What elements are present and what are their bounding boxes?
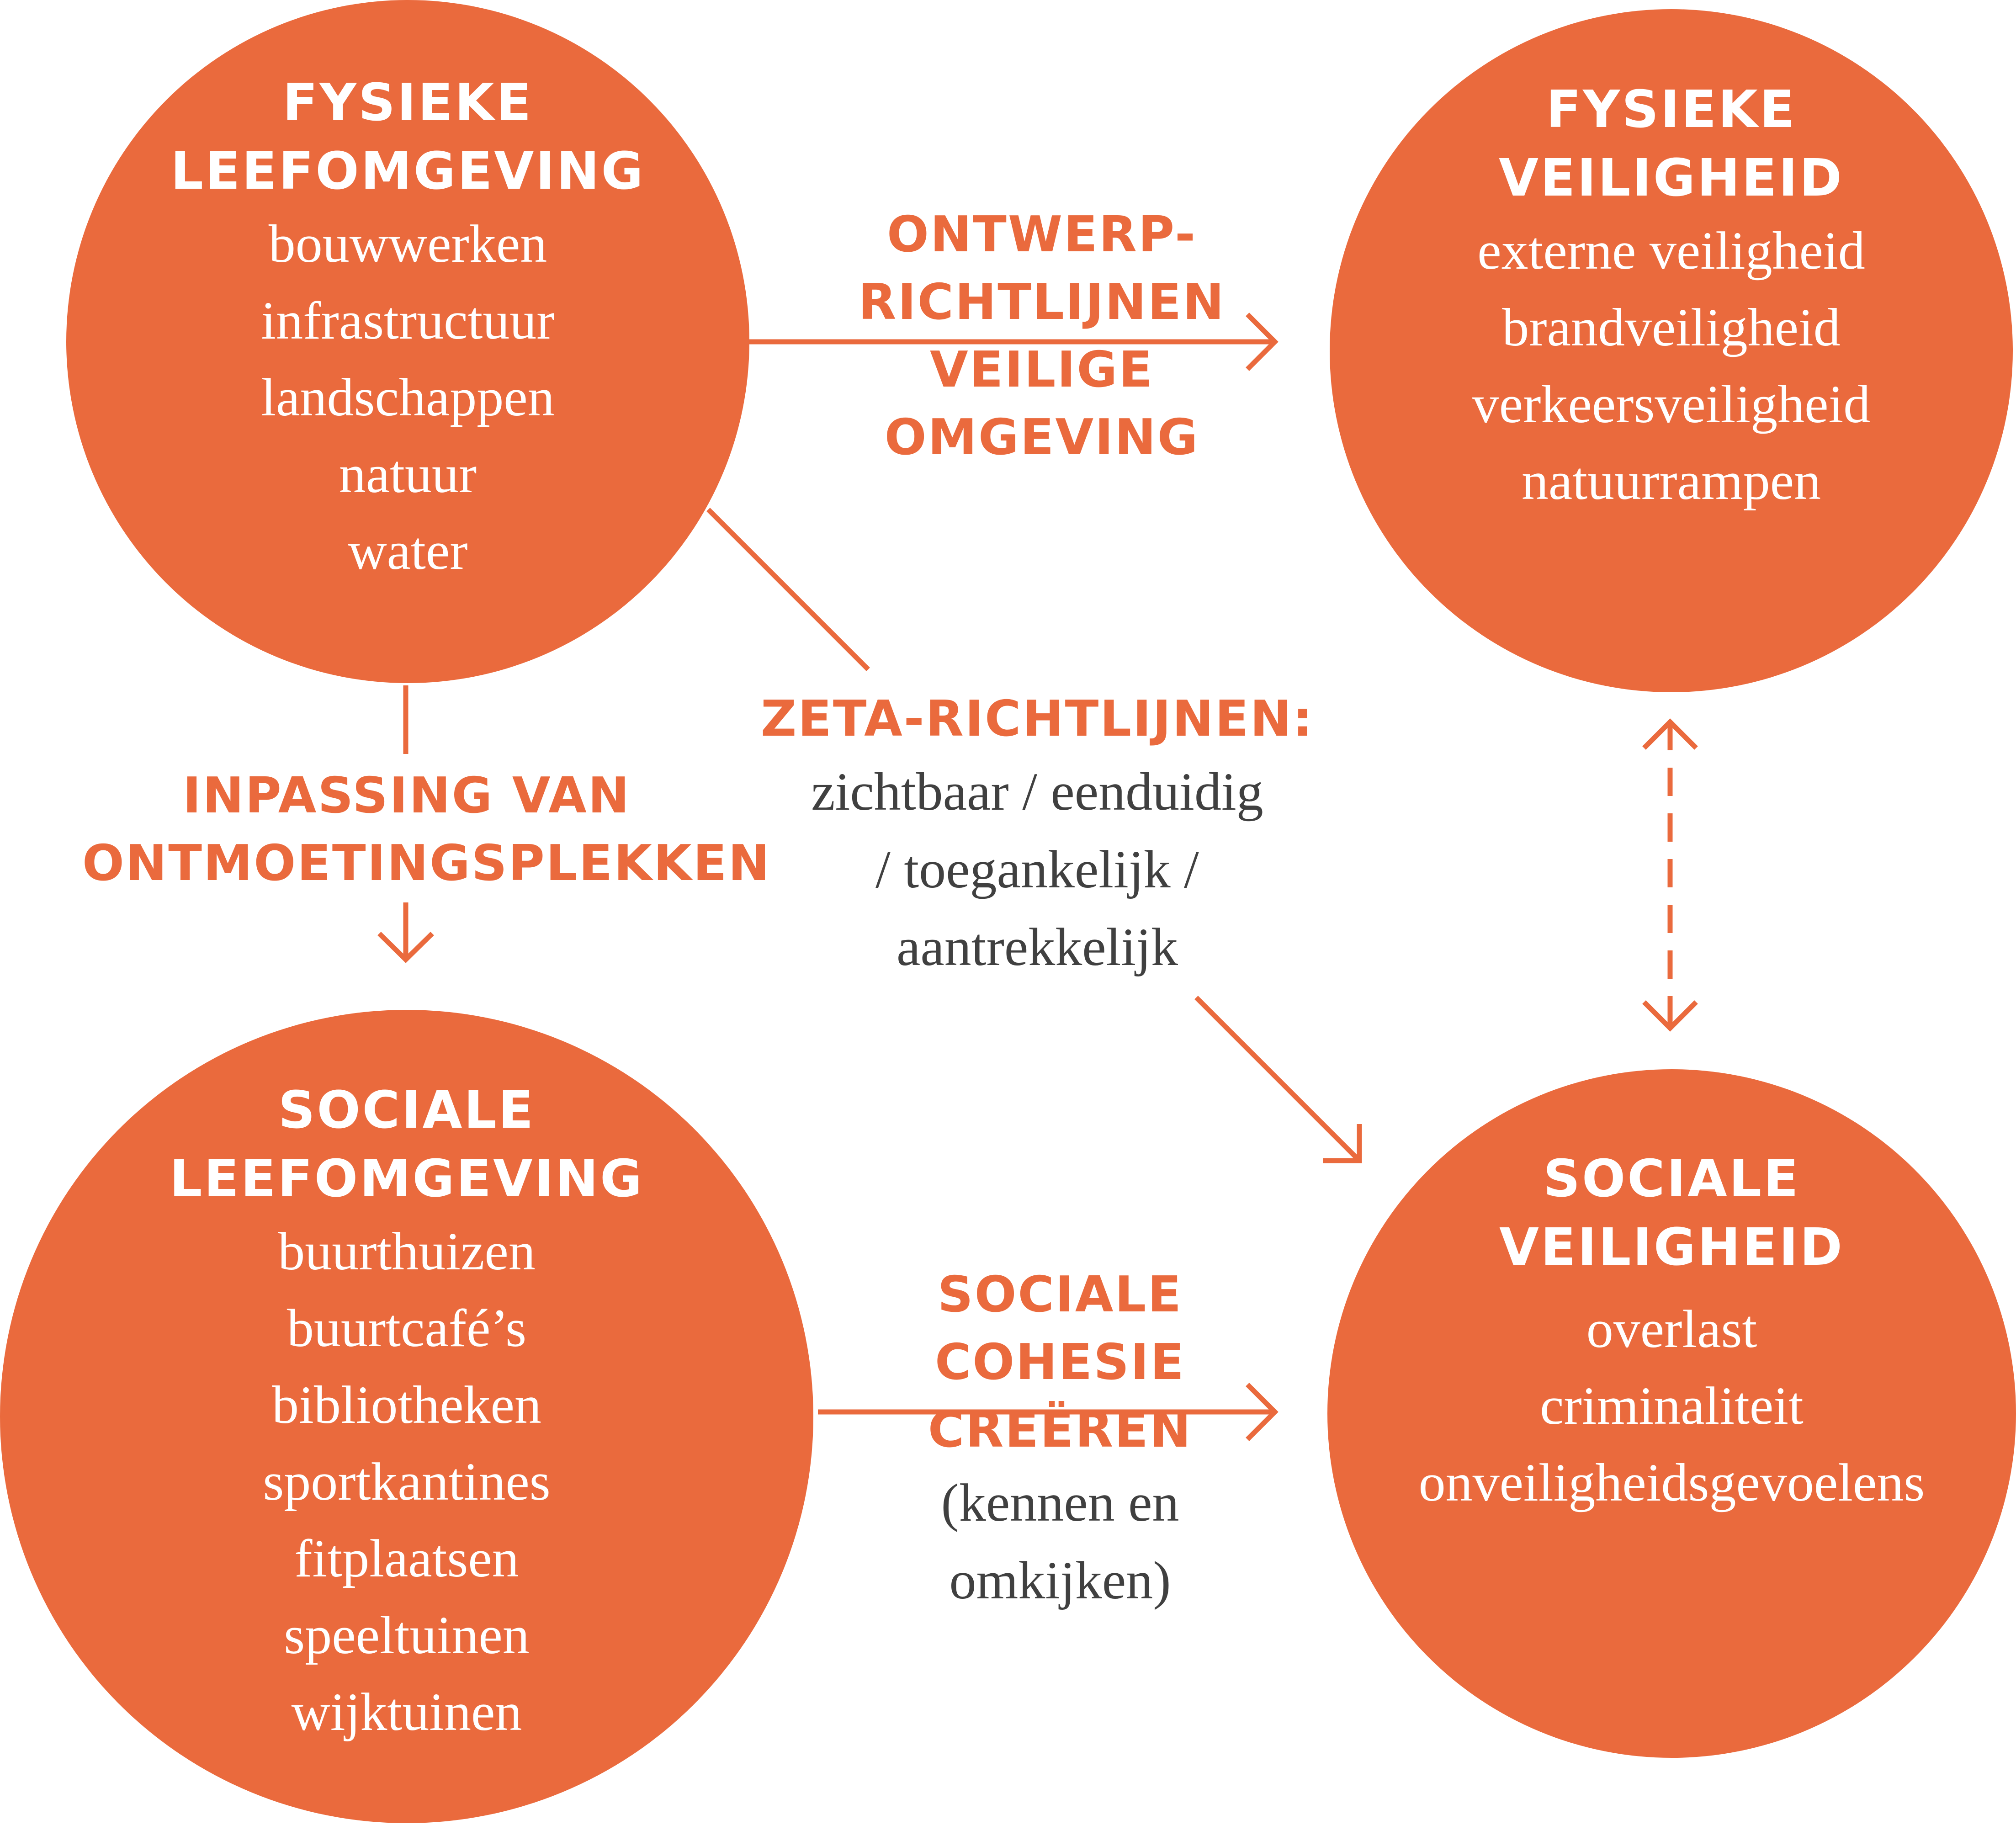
social-environment-title-1: SOCIALE — [278, 1081, 536, 1140]
arrow-design-guidelines-head — [1246, 313, 1279, 371]
meeting-places-line: INPASSING VAN — [182, 767, 631, 824]
circle-physical-environment: FYSIEKE LEEFOMGEVING bouwwerken infrastr… — [66, 0, 749, 683]
physical-safety-item: brandveiligheid — [1502, 297, 1841, 357]
social-safety-item: overlast — [1586, 1299, 1757, 1359]
circle-social-environment: SOCIALE LEEFOMGEVING buurthuizen buurtca… — [0, 1010, 813, 1823]
social-environment-item: speeltuinen — [284, 1605, 530, 1665]
design-guidelines-line: RICHTLIJNEN — [858, 274, 1226, 331]
physical-safety-title-1: FYSIEKE — [1546, 80, 1797, 139]
zeta-guidelines-line: aantrekkelijk — [897, 917, 1178, 977]
dashed-safety-link-bottom-head — [1642, 1000, 1698, 1032]
physical-safety-item: natuurrampen — [1521, 451, 1821, 511]
label-design-guidelines: ONTWERP- RICHTLIJNEN VEILIGE OMGEVING — [813, 201, 1270, 472]
physical-environment-item: natuur — [339, 444, 477, 504]
design-guidelines-line: VEILIGE — [930, 341, 1154, 398]
physical-environment-item: bouwwerken — [268, 214, 547, 274]
diagonal-zeta-upper — [706, 508, 870, 671]
arrow-zeta-head — [1323, 1124, 1362, 1163]
dashed-safety-link-top-head — [1642, 718, 1698, 750]
design-guidelines-line: ONTWERP- — [886, 206, 1197, 263]
physical-safety-title-2: VEILIGHEID — [1499, 149, 1844, 208]
physical-environment-title-1: FYSIEKE — [282, 73, 533, 133]
social-environment-item: buurtcafé’s — [286, 1298, 527, 1358]
design-guidelines-line: OMGEVING — [884, 409, 1199, 466]
circle-social-safety: SOCIALE VEILIGHEID overlast criminalitei… — [1327, 1069, 2016, 1758]
social-safety-item: criminaliteit — [1540, 1376, 1804, 1436]
social-safety-title-1: SOCIALE — [1543, 1149, 1800, 1209]
social-environment-title-2: LEEFOMGEVING — [169, 1149, 644, 1209]
diagonal-zeta-lower — [1194, 996, 1361, 1162]
social-environment-item: bibliotheken — [272, 1375, 541, 1435]
social-environment-item: sportkantines — [263, 1452, 551, 1512]
social-safety-item: onveiligheidsgevoelens — [1418, 1453, 1925, 1512]
physical-safety-item: externe veiligheid — [1477, 221, 1865, 281]
physical-environment-item: infrastructuur — [261, 291, 555, 350]
zeta-guidelines-line: zichtbaar / eenduidig — [811, 762, 1263, 822]
physical-environment-item: landschappen — [261, 367, 555, 427]
zeta-guidelines-line: / toegankelijk / — [875, 839, 1199, 899]
label-zeta-guidelines: ZETA-RICHTLIJNEN: zichtbaar / eenduidig … — [749, 685, 1325, 986]
physical-environment-item: water — [348, 521, 468, 581]
meeting-places-line: ONTMOETINGSPLEKKEN — [82, 835, 771, 892]
physical-environment-title-2: LEEFOMGEVING — [170, 142, 645, 201]
label-meeting-places: INPASSING VAN ONTMOETINGSPLEKKEN — [82, 762, 771, 897]
social-environment-item: fitplaatsen — [294, 1528, 519, 1588]
social-environment-item: buurthuizen — [278, 1221, 536, 1281]
zeta-guidelines-title: ZETA-RICHTLIJNEN: — [760, 690, 1314, 748]
physical-safety-item: verkeersveiligheid — [1472, 374, 1871, 434]
social-cohesion-title: CREËREN — [928, 1401, 1193, 1459]
label-social-cohesion: SOCIALE COHESIE CREËREN (kennen en omkij… — [832, 1261, 1289, 1619]
social-cohesion-subtitle: omkijken) — [949, 1550, 1171, 1610]
social-cohesion-title: SOCIALE COHESIE — [935, 1266, 1185, 1391]
arrow-meeting-places-head — [377, 932, 434, 963]
social-environment-item: wijktuinen — [291, 1682, 522, 1742]
arrow-social-cohesion-head — [1246, 1383, 1279, 1441]
social-safety-title-2: VEILIGHEID — [1499, 1218, 1844, 1277]
social-cohesion-subtitle: (kennen en — [941, 1473, 1179, 1533]
circle-physical-safety: FYSIEKE VEILIGHEID externe veiligheid br… — [1330, 9, 2013, 692]
